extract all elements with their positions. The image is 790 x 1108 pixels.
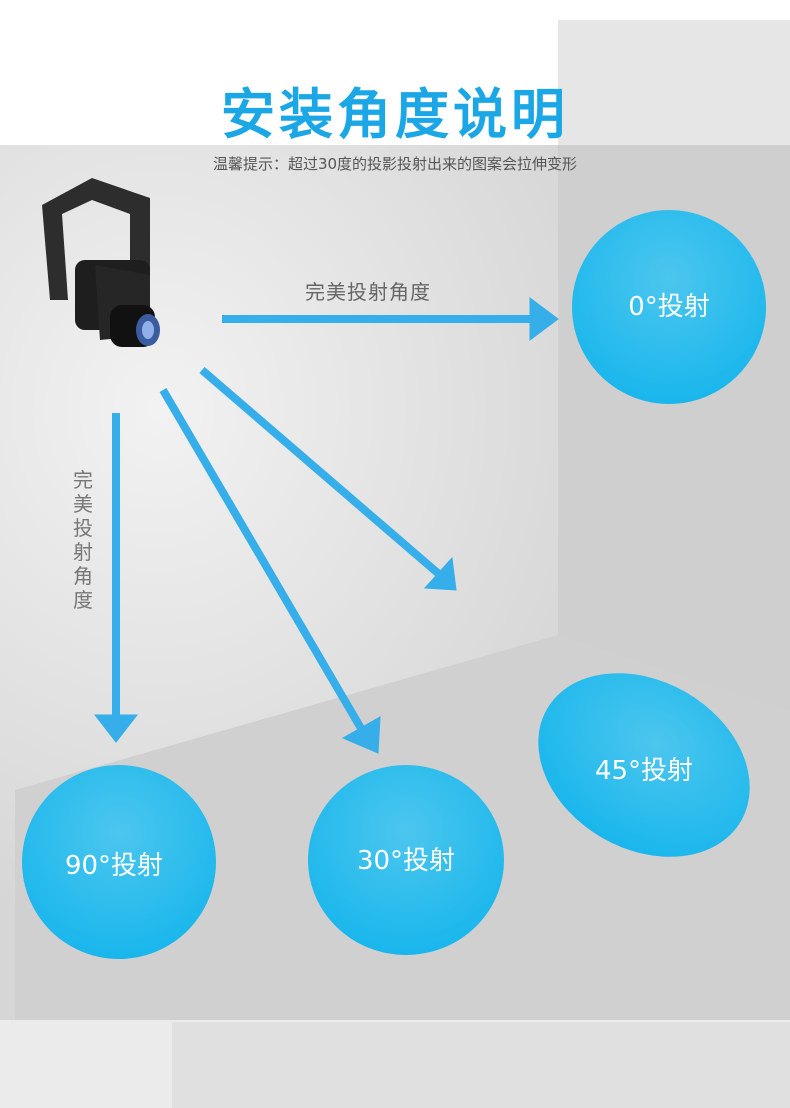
perfect-angle-label-vertical: 完美投射角度 (73, 468, 93, 612)
spot-30deg (308, 765, 504, 955)
bottom-block (172, 1022, 790, 1108)
spot-45deg (538, 673, 750, 857)
spot-label-30deg: 30°投射 (356, 846, 456, 876)
arrows (93, 297, 559, 754)
perfect-angle-label-horizontal: 完美投射角度 (305, 280, 431, 304)
spot-label-45deg: 45°投射 (594, 756, 694, 786)
spot-90deg (22, 765, 216, 959)
arrow-45deg (199, 366, 457, 591)
arrow-30deg (159, 387, 381, 754)
arrow-90deg (93, 413, 139, 743)
projector-icon (42, 178, 160, 347)
arrow-0deg (222, 297, 559, 341)
spot-0deg (572, 210, 766, 404)
spot-label-0deg: 0°投射 (628, 292, 710, 322)
page-title: 安装角度说明 (221, 83, 569, 146)
spot-label-90deg: 90°投射 (64, 851, 164, 881)
right-wall-top (558, 20, 790, 145)
hint-text: 温馨提示：超过30度的投影投射出来的图案会拉伸变形 (212, 155, 578, 173)
